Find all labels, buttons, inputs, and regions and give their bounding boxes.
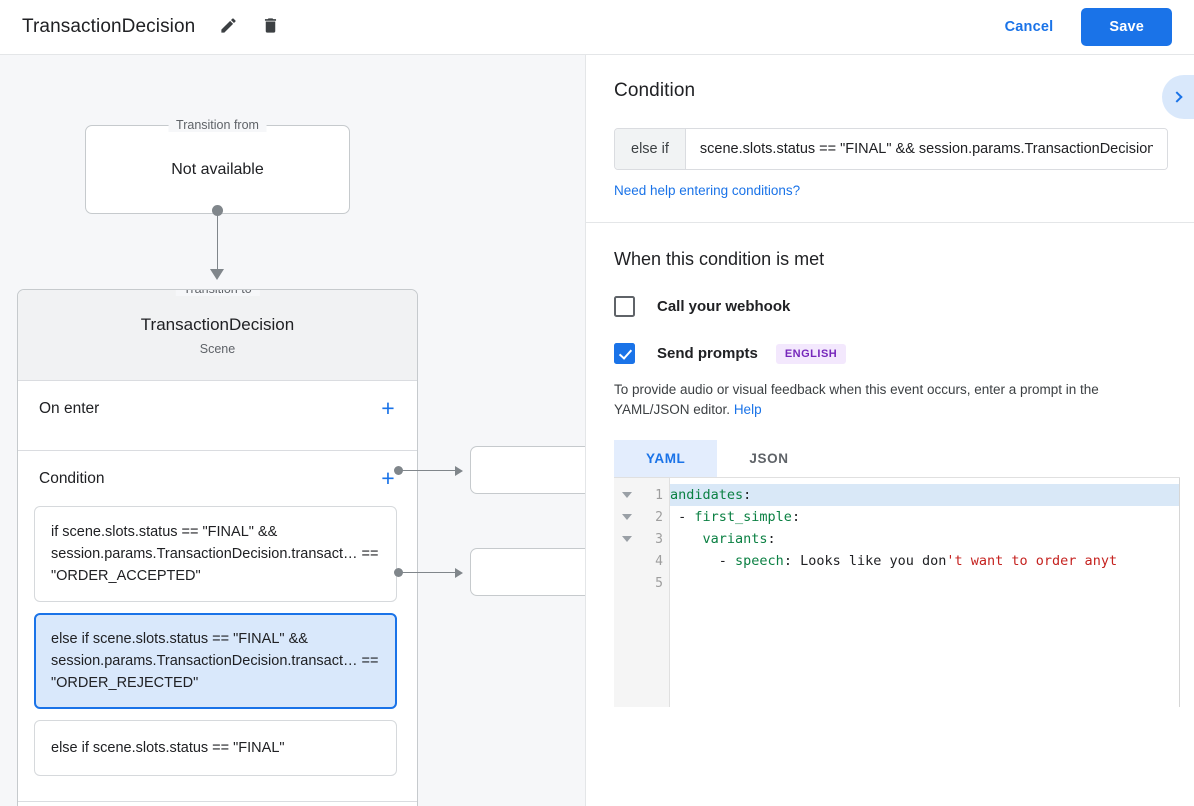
tab-yaml[interactable]: YAML bbox=[614, 440, 718, 477]
section-slot-filling: Slot filling + Slot validation bbox=[18, 802, 417, 806]
condition-connector-line bbox=[398, 572, 460, 573]
scene-name: TransactionDecision bbox=[140, 314, 295, 334]
editor-code-line[interactable] bbox=[670, 572, 1180, 594]
fold-triangle-icon[interactable] bbox=[622, 536, 632, 542]
transition-from-value: Not available bbox=[171, 160, 264, 178]
prompts-helptext: To provide audio or visual feedback when… bbox=[614, 380, 1166, 420]
section-header-slot-filling: Slot filling + bbox=[18, 802, 417, 806]
condition-input[interactable] bbox=[685, 129, 1167, 169]
when-condition-met-section: When this condition is met Call your web… bbox=[586, 223, 1194, 707]
prompts-helptext-body: To provide audio or visual feedback when… bbox=[614, 382, 1099, 417]
condition-detail-header: Condition else if Need help entering con… bbox=[586, 55, 1194, 200]
topbar-actions: Cancel Save bbox=[991, 8, 1172, 46]
target-stub-box[interactable] bbox=[470, 446, 585, 494]
connector-line-vertical bbox=[217, 210, 218, 276]
section-header-on-enter: On enter + bbox=[18, 381, 417, 436]
prompts-row: Send prompts ENGLISH bbox=[614, 343, 1166, 364]
scene-graph-panel: Transition from Not available Transition… bbox=[0, 55, 585, 806]
section-header-condition: Condition + bbox=[18, 451, 417, 506]
condition-detail-panel: Condition else if Need help entering con… bbox=[585, 55, 1194, 806]
editor-line-number: 5 bbox=[655, 575, 663, 591]
call-webhook-label: Call your webhook bbox=[657, 298, 791, 315]
section-title-condition: Condition bbox=[39, 469, 105, 487]
cancel-button[interactable]: Cancel bbox=[991, 10, 1068, 44]
chevron-right-icon bbox=[1171, 91, 1183, 103]
edit-name-button[interactable] bbox=[211, 10, 245, 44]
save-button[interactable]: Save bbox=[1081, 8, 1172, 46]
section-condition: Condition + if scene.slots.status == "FI… bbox=[18, 451, 417, 802]
condition-prefix-label: else if bbox=[615, 129, 686, 169]
condition-connector-arrow bbox=[455, 568, 463, 578]
webhook-row: Call your webhook bbox=[614, 296, 1166, 317]
send-prompts-label: Send prompts bbox=[657, 345, 758, 362]
add-on-enter-button[interactable]: + bbox=[381, 395, 395, 421]
tab-json[interactable]: JSON bbox=[749, 451, 789, 466]
transition-from-card[interactable]: Transition from Not available bbox=[85, 118, 350, 214]
add-condition-button[interactable]: + bbox=[381, 465, 395, 491]
collapse-panel-button[interactable] bbox=[1162, 75, 1194, 119]
section-on-enter: On enter + bbox=[18, 381, 417, 451]
condition-connector-line bbox=[398, 470, 460, 471]
trash-icon bbox=[261, 16, 280, 38]
editor-code-line[interactable]: - first_simple: bbox=[670, 509, 801, 525]
transition-from-legend: Transition from bbox=[168, 118, 267, 132]
editor-right-ruler bbox=[1179, 478, 1180, 707]
delete-button[interactable] bbox=[253, 10, 287, 44]
editor-code-line[interactable]: andidates: bbox=[670, 484, 1180, 506]
detail-heading: Condition bbox=[614, 80, 696, 101]
editor-line-number: 3 bbox=[614, 528, 669, 550]
target-stub-box[interactable] bbox=[470, 548, 585, 596]
condition-help-link[interactable]: Need help entering conditions? bbox=[614, 183, 801, 198]
call-webhook-checkbox[interactable] bbox=[614, 296, 635, 317]
condition-item[interactable]: else if scene.slots.status == "FINAL" bbox=[34, 720, 397, 776]
scene-header: TransactionDecision Scene bbox=[18, 290, 417, 381]
pencil-icon bbox=[219, 16, 238, 38]
connector-arrow-down bbox=[210, 269, 224, 280]
fold-triangle-icon[interactable] bbox=[622, 514, 632, 520]
section-title-on-enter: On enter bbox=[39, 399, 100, 417]
fold-triangle-icon[interactable] bbox=[622, 492, 632, 498]
editor-line-number: 4 bbox=[655, 553, 663, 569]
prompts-help-link[interactable]: Help bbox=[733, 402, 762, 417]
condition-item[interactable]: if scene.slots.status == "FINAL" && sess… bbox=[34, 506, 397, 602]
editor-code-area[interactable]: andidates: - first_simple: variants: - s… bbox=[670, 478, 1180, 707]
editor-format-tabs: YAML JSON bbox=[614, 440, 1166, 477]
page-title: TransactionDecision bbox=[22, 16, 196, 37]
transition-to-card[interactable]: Transition to TransactionDecision Scene … bbox=[17, 289, 418, 806]
editor-line-number: 2 bbox=[614, 506, 669, 528]
transition-to-legend: Transition to bbox=[175, 290, 260, 296]
scene-type: Scene bbox=[199, 341, 236, 356]
condition-item-selected[interactable]: else if scene.slots.status == "FINAL" &&… bbox=[34, 613, 397, 709]
editor-code-line[interactable]: variants: bbox=[702, 531, 776, 547]
condition-connector-arrow bbox=[455, 466, 463, 476]
when-condition-heading: When this condition is met bbox=[614, 249, 825, 269]
editor-code-line[interactable]: - speech: Looks like you don't want to o… bbox=[670, 553, 1118, 569]
panel-divider bbox=[586, 222, 1194, 223]
top-bar: TransactionDecision Cancel Save bbox=[0, 0, 1194, 55]
editor-line-number: 1 bbox=[614, 484, 669, 506]
condition-input-group: else if bbox=[614, 128, 1168, 170]
language-badge: ENGLISH bbox=[775, 343, 847, 364]
send-prompts-checkbox[interactable] bbox=[614, 343, 635, 364]
